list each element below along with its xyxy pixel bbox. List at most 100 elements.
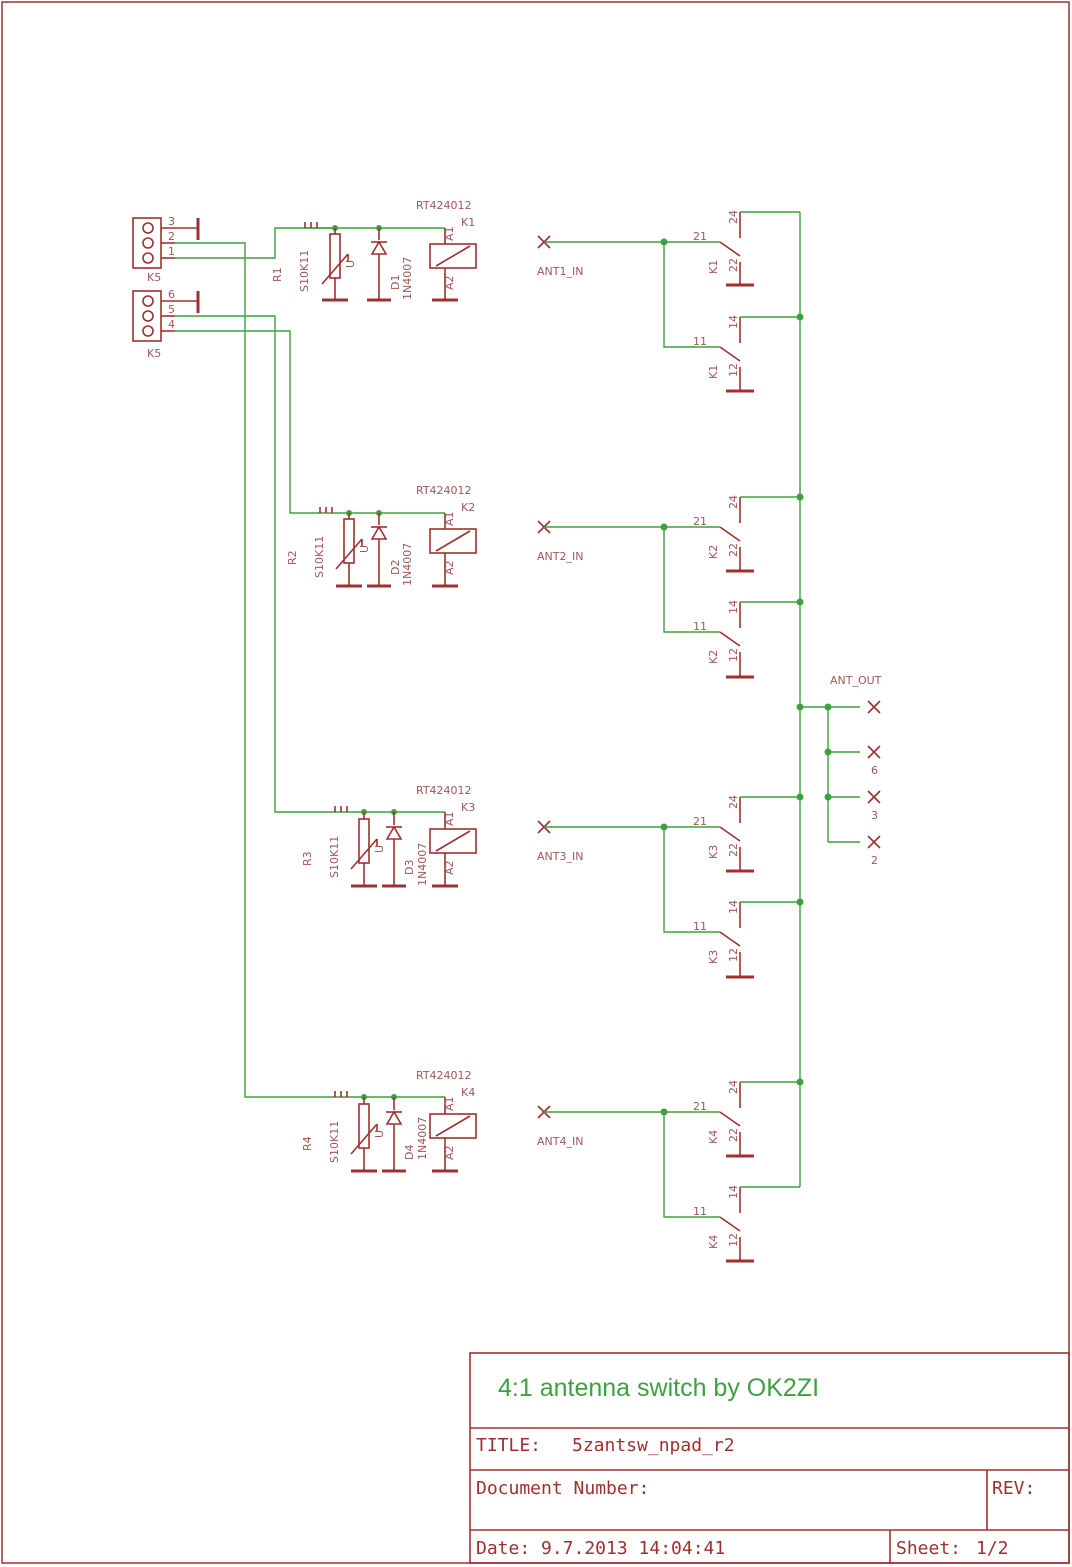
relay-3-resistor: R3 [301,851,314,866]
relay-2-coil-a2: A2 [443,560,456,575]
connector-a-pin-1: 1 [168,245,175,258]
relay-4-input-label: ANT4_IN [537,1135,583,1148]
relay-3-contact-a-ref: K3 [707,845,720,859]
relay-4-ref: K4 [461,1086,475,1099]
relay-4-coil-a2: A2 [443,1145,456,1160]
relay-3-contact-a-nc: 22 [727,843,740,857]
relay-3-contact-b-ref: K3 [707,950,720,964]
relay-3-diode: D3 [403,860,416,875]
relay-4-varistor-mark: U [373,1130,386,1138]
relay-3-contact-a-com: 21 [693,815,707,828]
relay-3-contact-b-com: 11 [693,920,707,933]
relay-2-input-label: ANT2_IN [537,550,583,563]
relay-4-resistor-value: S10K11 [328,1121,341,1163]
relay-3-diode-value: 1N4007 [416,843,429,886]
ant-out-pin-6: 6 [871,764,878,777]
relay-2-contact-b-ref: K2 [707,650,720,664]
relay-2-model: RT424012 [416,484,472,497]
relay-3-varistor-mark: U [373,845,386,853]
relay-1-coil-a1: A1 [443,226,456,241]
relay-4-contact-b-ref: K4 [707,1235,720,1249]
relay-1-contact-b-ref: K1 [707,365,720,379]
ant-out-label: ANT_OUT [830,674,882,687]
output-bus: ANT_OUT 6 3 2 [796,212,882,1187]
relay-4-model: RT424012 [416,1069,472,1082]
title-block: 4:1 antenna switch by OK2ZI TITLE: 5zant… [469,1352,1070,1564]
sheet-value: 1/2 [976,1538,1009,1559]
relay-4-coil-a1: A1 [443,1096,456,1111]
connector-b-pin-6: 6 [168,288,175,301]
relay-4-contact-b-nc: 12 [727,1233,740,1247]
relay-1-contact-b-com: 11 [693,335,707,348]
relay-4-contact-a-com: 21 [693,1100,707,1113]
relay-3-contact-b-nc: 12 [727,948,740,962]
relay-3-ref: K3 [461,801,475,814]
relay-3-contact-a-no: 24 [727,795,740,809]
relay-stage-2: RT424012 K2 R2 S10K11 U D2 1N4007 A1 A2 … [286,484,804,679]
relay-1-ref: K1 [461,216,475,229]
document-number-label: Document Number: [476,1478,649,1499]
relay-1-coil-a2: A2 [443,275,456,290]
relay-2-varistor-mark: U [358,545,371,553]
date-value: 9.7.2013 14:04:41 [541,1538,725,1559]
relay-2-contact-a-ref: K2 [707,545,720,559]
relay-2-resistor-value: S10K11 [313,536,326,578]
relay-4-contact-b-com: 11 [693,1205,707,1218]
connector-a-pin-3: 3 [168,215,175,228]
relay-1-contact-a-no: 24 [727,210,740,224]
relay-4-resistor: R4 [301,1136,314,1151]
relay-4-contact-a-ref: K4 [707,1130,720,1144]
relay-2-ref: K2 [461,501,475,514]
connector-k5-b: 6 5 4 K5 [132,288,200,360]
relay-3-coil-a1: A1 [443,811,456,826]
relay-2-diode: D2 [389,560,402,575]
relay-2-resistor: R2 [286,550,299,565]
relay-3-resistor-value: S10K11 [328,836,341,878]
relay-3-coil-a2: A2 [443,860,456,875]
sheet-label: Sheet: [896,1538,961,1559]
relay-1-resistor: R1 [271,267,284,282]
relay-4-contact-a-nc: 22 [727,1128,740,1142]
title-block-heading: 4:1 antenna switch by OK2ZI [498,1374,819,1402]
relay-2-contact-b-nc: 12 [727,648,740,662]
relay-1-model: RT424012 [416,199,472,212]
relay-4-diode-value: 1N4007 [416,1117,429,1160]
relay-stage-3: RT424012 K3 R3 S10K11 U D3 1N4007 A1 A2 … [301,784,804,979]
relay-2-contact-b-com: 11 [693,620,707,633]
relay-3-input-label: ANT3_IN [537,850,583,863]
relay-4-diode: D4 [403,1145,416,1160]
relay-2-contact-a-no: 24 [727,495,740,509]
relay-3-contact-b-no: 14 [727,900,740,914]
relay-2-contact-b-no: 14 [727,600,740,614]
relay-1-input-label: ANT1_IN [537,265,583,278]
date-label: Date: [476,1538,530,1559]
relay-1-contact-b-no: 14 [727,315,740,329]
relay-3-model: RT424012 [416,784,472,797]
connector-b-label: K5 [147,347,161,360]
connector-b-pin-4: 4 [168,318,175,331]
relay-1-contact-b-nc: 12 [727,363,740,377]
connector-k5-a: 3 2 1 K5 [132,215,200,284]
relay-1-diode: D1 [389,275,402,290]
connector-b-pin-5: 5 [168,303,175,316]
relay-1-varistor-mark: U [344,260,357,268]
relay-4-contact-b-no: 14 [727,1185,740,1199]
relay-4-contact-a-no: 24 [727,1080,740,1094]
control-wiring [175,227,335,1098]
relay-2-contact-a-nc: 22 [727,543,740,557]
relay-2-contact-a-com: 21 [693,515,707,528]
relay-1-contact-a-ref: K1 [707,260,720,274]
relay-2-coil-a1: A1 [443,511,456,526]
revision-label: REV: [992,1478,1035,1499]
title-value: 5zantsw_npad_r2 [572,1435,735,1456]
relay-1-diode-value: 1N4007 [401,257,414,300]
relay-1-contact-a-com: 21 [693,230,707,243]
relay-1-contact-a-nc: 22 [727,258,740,272]
connector-a-label: K5 [147,271,161,284]
title-label: TITLE: [476,1435,541,1456]
ant-out-pin-3: 3 [871,809,878,822]
ant-out-pin-2: 2 [871,854,878,867]
relay-stage-4: RT424012 K4 R4 S10K11 U D4 1N4007 A1 A2 … [301,1069,804,1263]
